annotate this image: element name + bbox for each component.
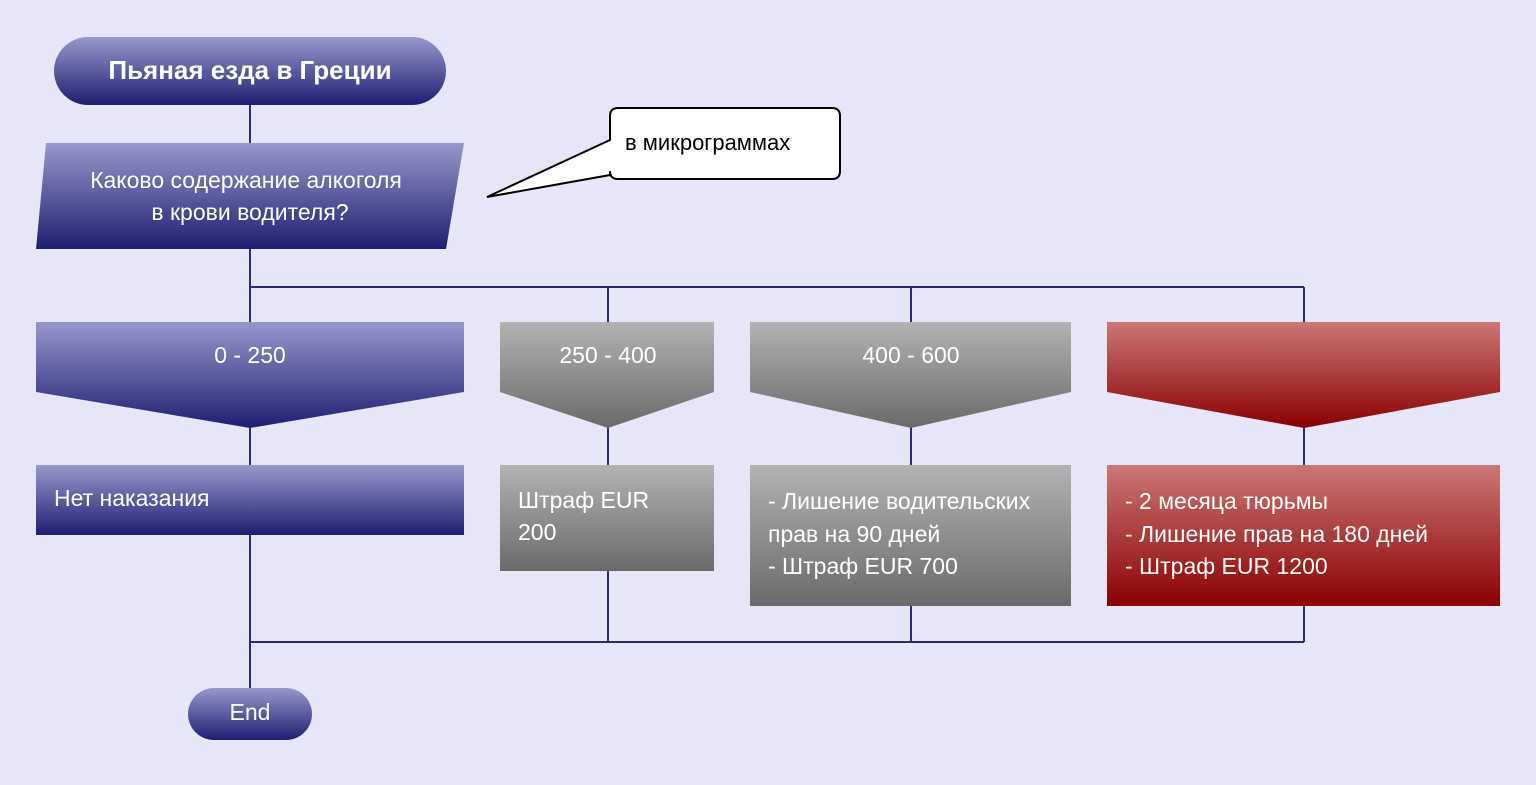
outcome-3-line-2: прав на 90 дней [768, 521, 940, 547]
branch-2-label: 250 - 400 [559, 342, 656, 368]
outcome-3-line-1: - Лишение водительских [768, 488, 1031, 514]
question-node: Каково содержание алкоголя в крови водит… [36, 143, 464, 249]
title-text: Пьяная езда в Греции [108, 55, 391, 85]
question-line-2: в крови водителя? [151, 199, 348, 225]
outcome-4-line-1: - 2 месяца тюрьмы [1125, 488, 1328, 514]
branch-2: 250 - 400 [500, 322, 714, 428]
connectors [249, 105, 1305, 688]
outcome-2-line-1: Штраф EUR [518, 487, 649, 513]
outcome-4: - 2 месяца тюрьмы - Лишение прав на 180 … [1107, 465, 1500, 606]
branch-1-label: 0 - 250 [214, 342, 286, 368]
note-callout: в микрограммах [486, 107, 841, 198]
outcome-4-line-3: - Штраф EUR 1200 [1125, 553, 1328, 579]
outcome-3: - Лишение водительских прав на 90 дней -… [750, 465, 1071, 606]
branch-4 [1107, 322, 1500, 428]
title-terminator: Пьяная езда в Греции [54, 37, 446, 105]
outcome-3-line-3: - Штраф EUR 700 [768, 553, 958, 579]
branch-1: 0 - 250 [36, 322, 464, 428]
outcome-1-line-1: Нет наказания [54, 485, 210, 511]
question-line-1: Каково содержание алкоголя [90, 167, 402, 193]
outcome-2-line-2: 200 [518, 519, 556, 545]
branch-3-label: 400 - 600 [862, 342, 959, 368]
end-label: End [230, 699, 271, 725]
note-text: в микрограммах [625, 130, 790, 155]
outcome-2: Штраф EUR 200 [500, 465, 714, 571]
outcome-4-line-2: - Лишение прав на 180 дней [1125, 521, 1428, 547]
outcome-1: Нет наказания [36, 465, 464, 535]
branch-3: 400 - 600 [750, 322, 1071, 428]
end-terminator: End [188, 688, 312, 740]
